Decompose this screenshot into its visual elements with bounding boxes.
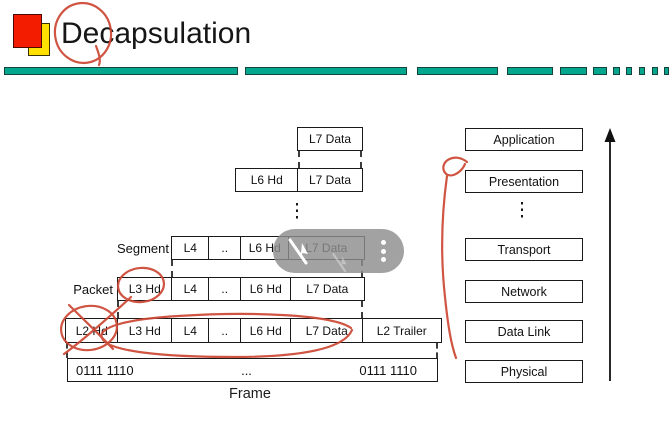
divider-bar — [613, 67, 620, 75]
box-l3-hd: L3 Hd — [117, 277, 173, 301]
divider-bar — [593, 67, 607, 75]
box-l7-data: L7 Data — [290, 277, 365, 301]
box-l3-hd: L3 Hd — [117, 318, 173, 343]
media-control-overlay[interactable] — [273, 229, 404, 273]
box-l2-trailer: L2 Trailer — [362, 318, 442, 343]
osi-transport: Transport — [465, 238, 583, 261]
pointer-hidden-icon[interactable] — [286, 237, 312, 267]
box-l2-hd: L2 Hd — [65, 318, 119, 343]
dashed-connector — [66, 343, 68, 358]
box-l4: L4 — [171, 277, 210, 301]
box-l4: L4 — [171, 236, 210, 260]
dashed-connector — [360, 151, 362, 168]
box-l7-data: L7 Data — [297, 168, 363, 192]
dashed-connector — [171, 260, 173, 277]
flag-middle: ... — [241, 362, 252, 378]
dashed-connector — [298, 151, 300, 168]
packet-label: Packet — [73, 281, 113, 297]
flag-left: 0111 1110 — [76, 362, 134, 378]
osi-presentation: Presentation — [465, 170, 583, 193]
divider-bar — [652, 67, 658, 75]
divider-bar — [560, 67, 587, 75]
divider-bar — [4, 67, 238, 75]
osi-physical: Physical — [465, 360, 583, 383]
divider-bar — [639, 67, 645, 75]
flag-right: 0111 1110 — [359, 362, 417, 378]
dashed-connector — [361, 301, 363, 318]
box-dotdot: .. — [208, 236, 242, 260]
box-l4: L4 — [171, 318, 210, 343]
osi-network: Network — [465, 280, 583, 303]
box-l6-hd: L6 Hd — [240, 277, 292, 301]
box-l6-hd: L6 Hd — [235, 168, 299, 192]
osi-application: Application — [465, 128, 583, 151]
frame-caption: Frame — [229, 386, 271, 402]
osi-datalink: Data Link — [465, 320, 583, 343]
divider-bar — [245, 67, 407, 75]
divider-bar — [626, 67, 632, 75]
divider-bar — [507, 67, 553, 75]
segment-label: Segment — [116, 240, 169, 256]
box-dotdot: .. — [208, 277, 242, 301]
box-dotdot: .. — [208, 318, 242, 343]
box-l7-data: L7 Data — [297, 127, 363, 151]
pointer-hidden-ghost-icon — [332, 253, 347, 273]
dashed-connector — [436, 343, 438, 358]
logo-red-square — [13, 14, 42, 48]
osi-ellipsis: ⋮ — [512, 199, 532, 221]
box-l7-data: L7 Data — [290, 318, 364, 343]
dashed-connector — [117, 301, 119, 318]
kebab-menu-icon[interactable] — [378, 240, 388, 262]
stack-ellipsis: ⋮ — [287, 200, 307, 222]
page-title: Decapsulation — [61, 17, 252, 50]
box-l6-hd: L6 Hd — [240, 318, 292, 343]
divider-bar — [664, 67, 669, 75]
divider-bar — [417, 67, 498, 75]
bit-flag-box: 0111 1110 ... 0111 1110 — [67, 358, 438, 382]
